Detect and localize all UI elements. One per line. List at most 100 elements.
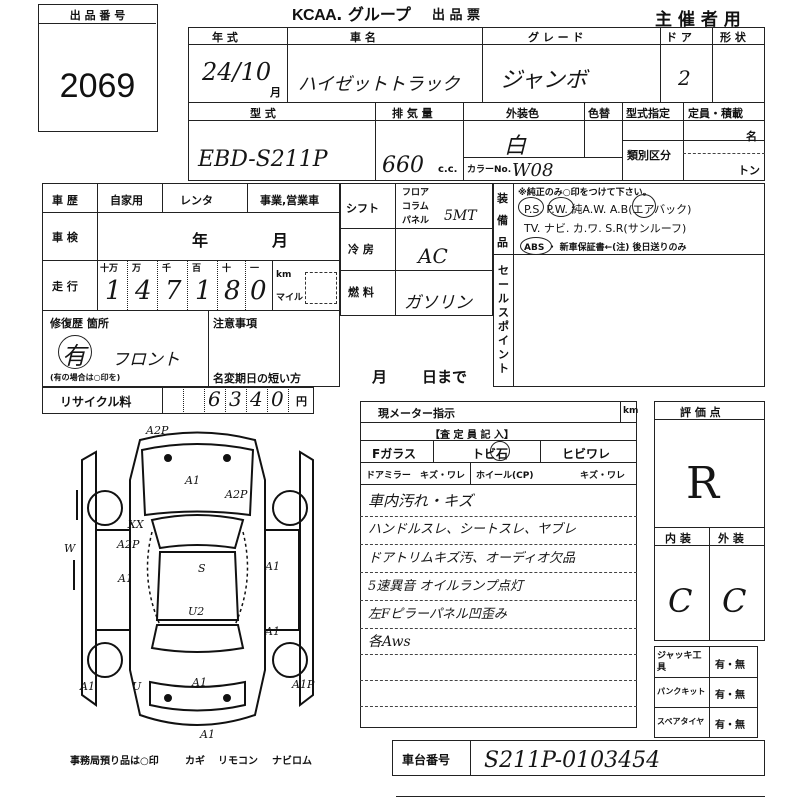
mileage-label: 走 行 <box>52 280 78 293</box>
diagram-mark-16: U <box>132 680 142 693</box>
diagram-mark-3: A2P <box>224 488 248 501</box>
type-approval-label: 型式指定 <box>626 107 670 120</box>
wheel-front-left <box>87 490 123 526</box>
sales-6: ン <box>498 348 509 361</box>
inspection-month: 月 <box>272 231 289 250</box>
hibiware-label: ヒビワレ <box>562 447 611 461</box>
diagram-mark-5: A1 <box>117 572 133 585</box>
door-left <box>95 529 131 631</box>
diagram-mark-8: U2 <box>188 605 204 618</box>
recycle-row <box>42 387 314 414</box>
exterior-color-value: 白 <box>504 134 527 159</box>
mirror-scratch-label: キズ・ワレ <box>420 471 466 481</box>
sales-0: セ <box>498 264 509 277</box>
color-code-value: W08 <box>512 160 554 181</box>
sheet-title: 出 品 票 <box>432 8 481 23</box>
diagram-mark-14: XX <box>127 518 145 531</box>
rear-window <box>150 624 245 653</box>
recycle-unit: 円 <box>296 395 307 408</box>
capacity-unit-tons: トン <box>738 164 760 177</box>
mileage-unit-1: 万 <box>132 264 142 274</box>
side-left-outline <box>81 450 97 707</box>
drivetrain-table <box>340 183 493 316</box>
roof <box>155 551 240 621</box>
sales-7: ト <box>498 362 509 375</box>
tool-jack-value: 有・無 <box>715 660 745 671</box>
recycle-digit-4: 4 <box>250 387 263 411</box>
footer-remote: リモコン <box>218 756 258 767</box>
mileage-mile-box <box>305 272 337 304</box>
mileage-digit-1: 4 <box>135 276 152 306</box>
tool-puncture-label: パンクキット <box>657 687 706 696</box>
equip-side-0: 装 <box>497 192 508 205</box>
color-code-label: カラーNo. <box>467 165 512 175</box>
office-note: 事務局預り品は○印 <box>70 756 159 767</box>
history-label: 車 歴 <box>52 194 78 207</box>
mileage-digit-5: 0 <box>250 276 267 306</box>
meter-label: 現メーター指示 <box>378 407 455 420</box>
history-opt-rental: レンタ <box>180 194 213 207</box>
shift-value: 5MT <box>444 208 477 224</box>
exterior-label: 外 装 <box>718 532 744 545</box>
diagram-mark-10: A1 <box>79 680 95 693</box>
footer-navi: ナビロム <box>272 756 312 767</box>
equip-side-1: 備 <box>497 214 508 227</box>
chassis-row <box>392 740 765 776</box>
footer-key: カギ <box>185 756 205 767</box>
shift-label: シフト <box>346 202 379 215</box>
tool-puncture-value: 有・無 <box>715 690 745 701</box>
diagram-mark-9: A1 <box>264 625 280 638</box>
mileage-unit-2: 千 <box>162 264 172 274</box>
lot-number-box: 出 品 番 号 2069 <box>38 4 158 132</box>
door-mirror-label: ドアミラー <box>366 471 411 481</box>
car-name-value: ハイゼットトラック <box>298 74 460 95</box>
year-label: 年 式 <box>212 31 238 44</box>
mileage-unit-4: 十 <box>222 264 232 274</box>
history-opt-business: 事業,営業車 <box>260 194 320 207</box>
wheel-rear-left <box>87 642 123 678</box>
equip-line-3: ABS ・ 新車保証書←(注) 後日送りのみ <box>524 243 687 253</box>
mileage-unit-5: 一 <box>250 264 260 274</box>
score-value: R <box>686 458 720 509</box>
model-value: EBD-S211P <box>198 147 328 172</box>
equip-ps-circle <box>518 197 544 217</box>
meter-unit: km <box>623 406 639 416</box>
diagram-mark-15: W <box>64 542 77 555</box>
ac-value: AC <box>418 244 448 268</box>
diagram-mark-12: A1 <box>191 676 207 689</box>
lot-number: 2069 <box>59 67 136 105</box>
wheel-rear-right <box>272 642 308 678</box>
note-2: ドアトリムキズ汚、オーディオ欠品 <box>368 551 576 566</box>
history-opt-private: 自家用 <box>110 194 143 207</box>
copy-label: 主 催 者 用 <box>655 10 741 30</box>
wheel-scratch-label: キズ・ワレ <box>580 471 626 481</box>
tools-table <box>654 646 758 738</box>
tool-spare-label: スペアタイヤ <box>657 717 705 726</box>
car-name-label: 車 名 <box>350 31 376 44</box>
note-0: 車内汚れ・キズ <box>368 492 474 510</box>
repair-location: フロント <box>112 350 180 370</box>
exterior-color-label: 外装色 <box>506 107 539 120</box>
year-month-suffix: 月 <box>270 86 281 99</box>
mileage-unit-km: km <box>276 270 292 280</box>
equipment-table <box>493 183 765 387</box>
lot-number-label: 出 品 番 号 <box>69 9 126 22</box>
shift-opt-panel: パネル <box>402 216 430 226</box>
note-1: ハンドルスレ、シートスレ、ヤブレ <box>368 522 577 537</box>
equip-line-2: TV. ナビ. カ.ワ. S.R(サンルーフ) <box>524 222 687 235</box>
equip-pw-circle <box>548 197 574 217</box>
fglass-label: Fガラス <box>372 447 416 461</box>
repair-circle <box>58 335 92 369</box>
vehicle-info-table <box>188 27 765 181</box>
inspector-label: 【査 定 員 記 入】 <box>430 430 514 441</box>
expiry-month: 月 <box>372 368 388 386</box>
mileage-unit-0: 十万 <box>100 264 119 274</box>
history-table <box>42 183 340 387</box>
inspection-label: 車 検 <box>52 231 78 244</box>
windshield <box>150 514 245 550</box>
recycle-label: リサイクル料 <box>60 395 132 409</box>
fuel-label: 燃 料 <box>348 286 374 299</box>
chassis-value: S211P-0103454 <box>484 748 661 773</box>
body-outline <box>129 431 266 726</box>
score-label: 評 価 点 <box>680 406 721 419</box>
